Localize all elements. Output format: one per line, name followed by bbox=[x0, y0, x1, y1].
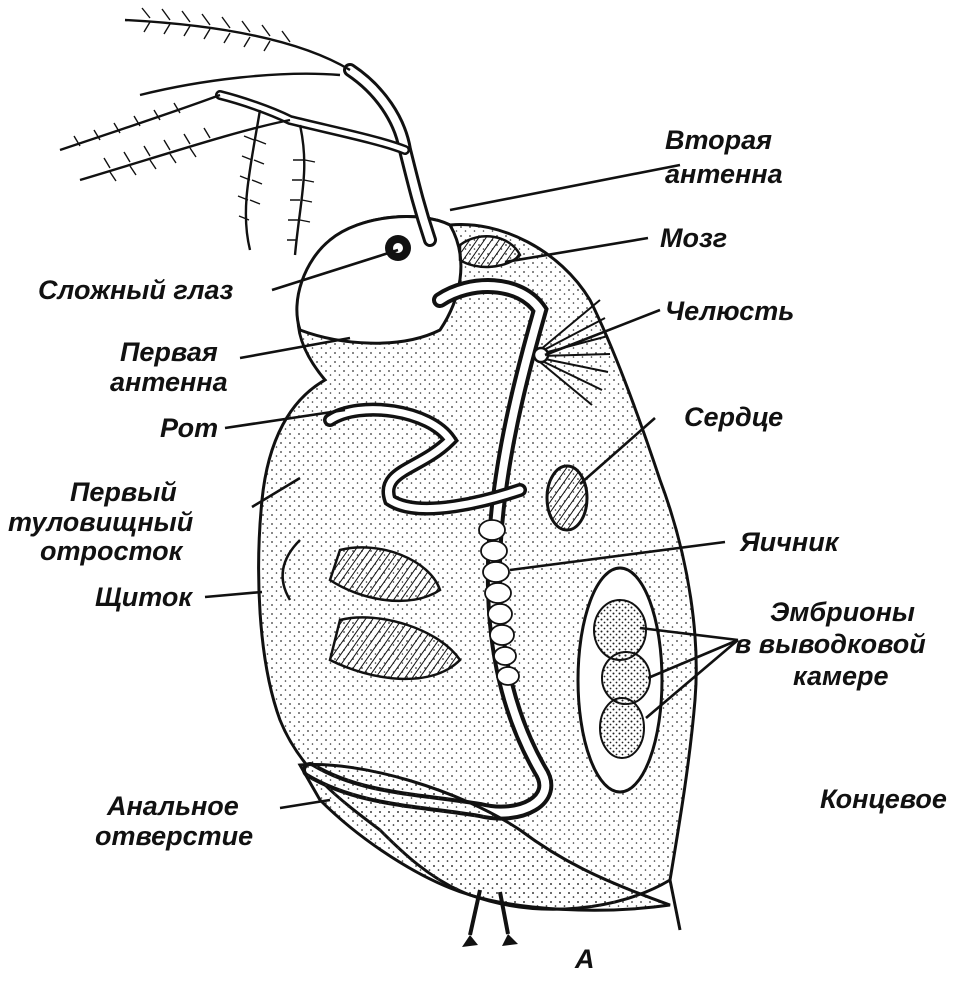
label-anal-line1: Анальное bbox=[107, 792, 239, 821]
setae-fringes bbox=[74, 8, 315, 240]
label-first-antenna-line1: Первая bbox=[120, 338, 218, 367]
label-compound-eye: Сложный глаз bbox=[38, 276, 233, 305]
label-shield: Щиток bbox=[95, 583, 192, 612]
heart-organ bbox=[547, 466, 587, 530]
embryo-2 bbox=[602, 652, 650, 704]
label-heart: Сердце bbox=[684, 403, 783, 432]
label-trunk-line3: отросток bbox=[40, 537, 182, 566]
antenna-setae bbox=[60, 20, 350, 255]
label-terminal: Концевое bbox=[820, 785, 947, 814]
embryo-3 bbox=[600, 698, 644, 758]
label-trunk-line2: туловищный bbox=[8, 508, 193, 537]
label-embryos-line1: Эмбрионы bbox=[770, 598, 915, 627]
label-embryos-line3: камере bbox=[793, 662, 889, 691]
label-jaw: Челюсть bbox=[665, 297, 794, 326]
head bbox=[297, 217, 461, 344]
label-trunk-line1: Первый bbox=[70, 478, 177, 507]
embryo-1 bbox=[594, 600, 646, 660]
figure-letter: А bbox=[575, 945, 595, 974]
label-anal-line2: отверстие bbox=[95, 822, 253, 851]
label-first-antenna-line2: антенна bbox=[110, 368, 228, 397]
label-embryos-line2: в выводковой bbox=[735, 630, 926, 659]
label-brain: Мозг bbox=[660, 224, 727, 253]
label-second-antenna-line1: Вторая bbox=[665, 126, 772, 155]
label-ovary: Яичник bbox=[740, 528, 838, 557]
label-mouth: Рот bbox=[160, 414, 218, 443]
label-second-antenna-line2: антенна bbox=[665, 160, 783, 189]
shell-spine bbox=[670, 880, 680, 930]
